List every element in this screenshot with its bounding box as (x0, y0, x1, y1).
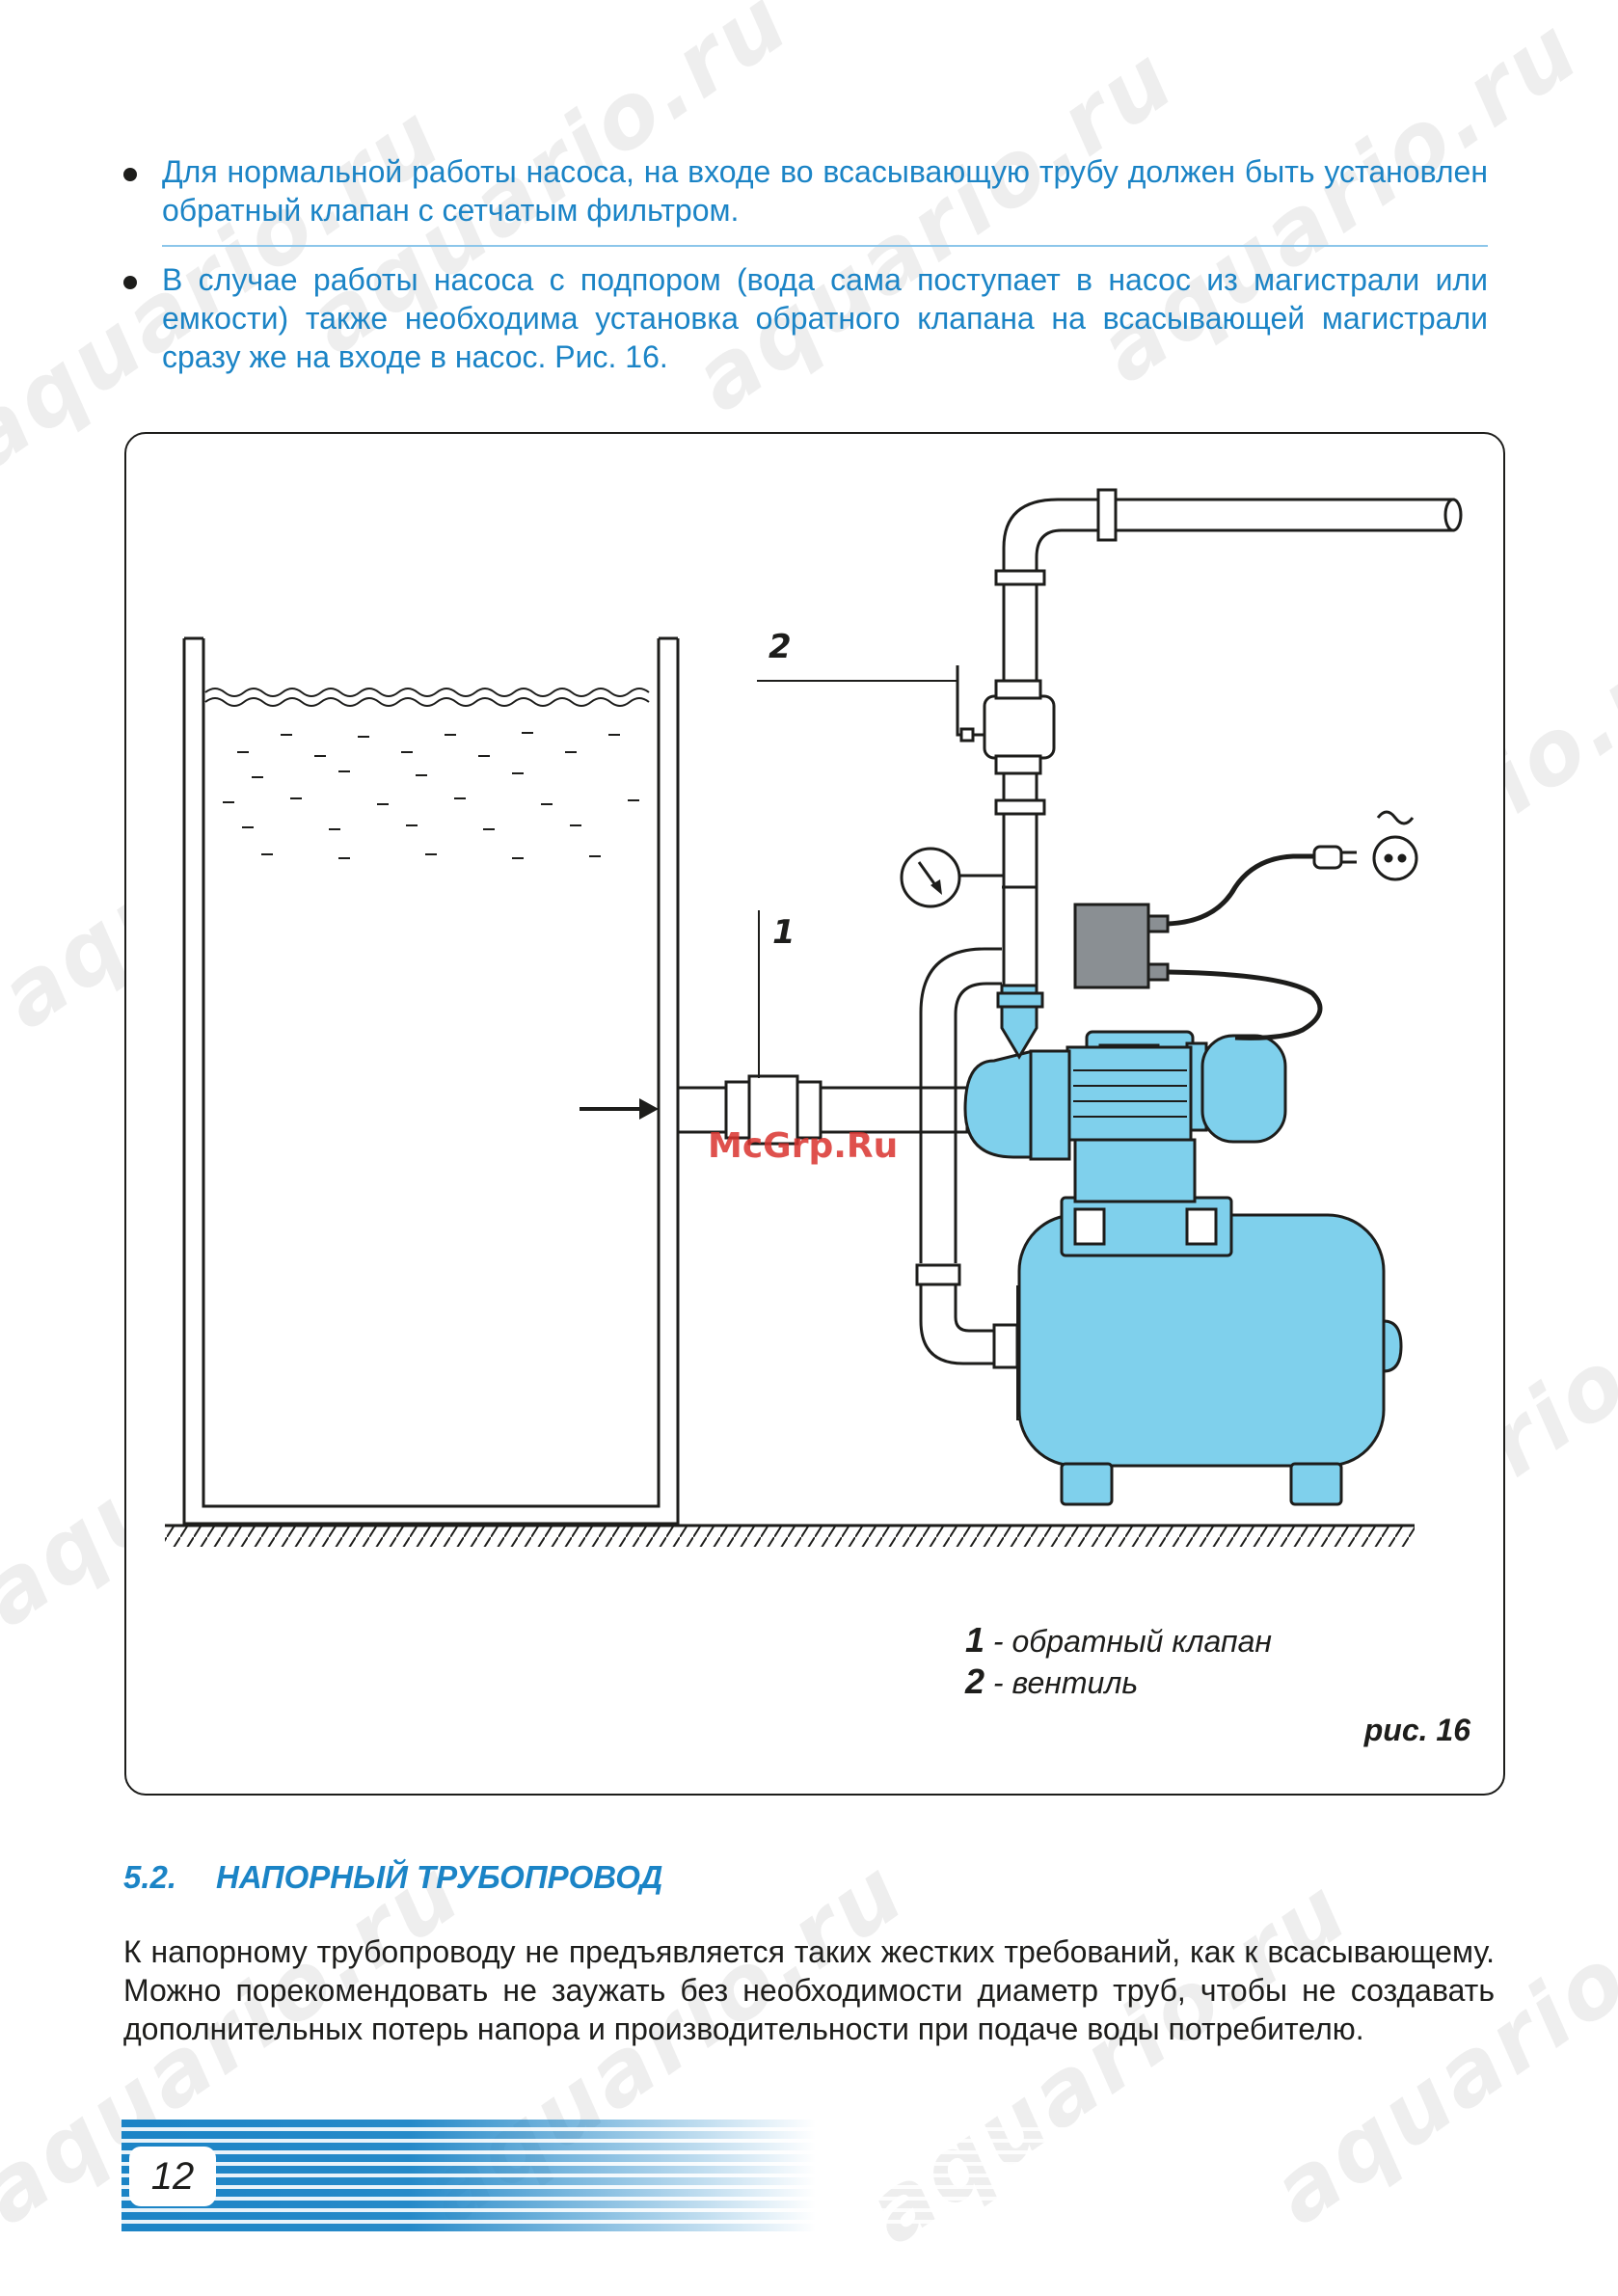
legend-text: - вентиль (984, 1665, 1139, 1700)
callout-2: 2 (769, 628, 792, 666)
bullet-item: Для нормальной работы насоса, на входе в… (123, 152, 1488, 230)
suction-pipe (676, 1074, 969, 1146)
figure-caption: рис. 16 (1363, 1713, 1470, 1747)
bullet-list: Для нормальной работы насоса, на входе в… (123, 152, 1488, 376)
divider (162, 245, 1488, 247)
watermark-stamp: McGrp.Ru (708, 1126, 898, 1166)
pressure-tank (1017, 1196, 1403, 1506)
shutoff-valve (956, 665, 1056, 775)
section-title: НАПОРНЫЙ ТРУБОПРОВОД (216, 1859, 663, 1895)
pump-unit (963, 984, 1287, 1203)
callout-1: 1 (772, 913, 796, 952)
pressure-gauge-icon (900, 847, 1004, 908)
pump-installation-diagram: 1 (165, 488, 1463, 1547)
footer-band (121, 2120, 1086, 2231)
section-number: 5.2. (123, 1859, 177, 1895)
bullet-text: В случае работы насоса с подпором (вода … (162, 262, 1488, 374)
body-paragraph: К напорному трубопроводу не предъявляетс… (123, 1934, 1495, 2046)
section-heading: 5.2. НАПОРНЫЙ ТРУБОПРОВОД (123, 1859, 662, 1896)
page-number: 12 (129, 2147, 216, 2206)
power-plug-icon (1312, 845, 1357, 870)
ground (165, 1524, 1415, 1547)
bullet-item: В случае работы насоса с подпором (вода … (123, 260, 1488, 376)
power-socket-icon (1372, 810, 1418, 881)
bullet-text: Для нормальной работы насоса, на входе в… (162, 154, 1488, 228)
legend-num: 2 (965, 1661, 985, 1701)
water-tank (182, 636, 680, 1526)
figure-16: 1 (124, 432, 1505, 1796)
pressure-switch (1073, 853, 1323, 1040)
legend-num: 1 (965, 1620, 985, 1660)
water-dashes (223, 732, 639, 859)
discharge-pipe (994, 488, 1463, 1009)
bullet-dot-icon (123, 276, 137, 289)
figure-legend: 1 - обратный клапан 2 - вентиль (965, 1620, 1447, 1703)
legend-item: 1 - обратный клапан (965, 1620, 1447, 1661)
legend-item: 2 - вентиль (965, 1661, 1447, 1703)
water-surface (204, 688, 650, 707)
inflow-arrow-icon (580, 1098, 659, 1120)
bullet-dot-icon (123, 168, 137, 181)
footer-stripes (121, 2120, 1086, 2231)
bypass-pipe (915, 947, 1019, 1369)
legend-text: - обратный клапан (984, 1624, 1272, 1659)
